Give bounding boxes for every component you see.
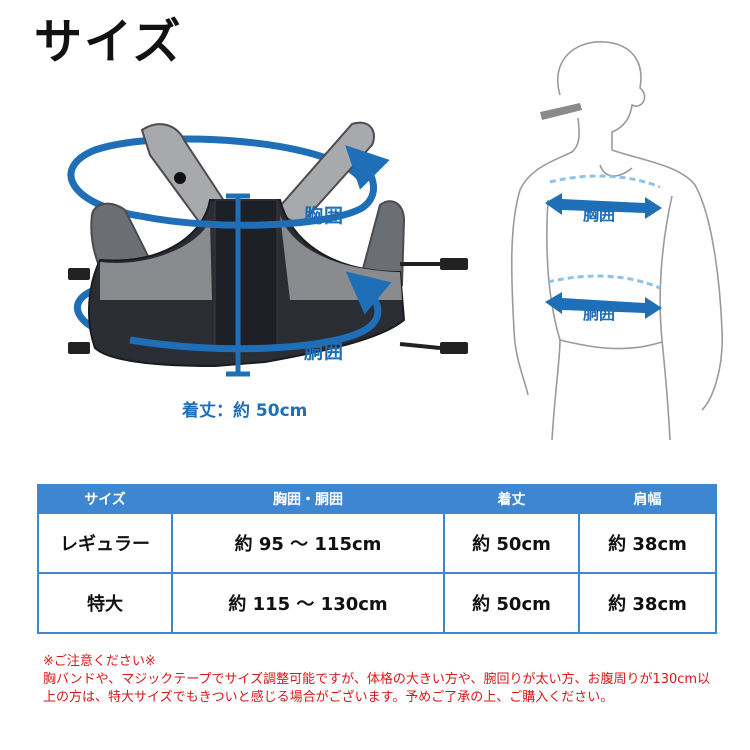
header-length: 着丈 [443,484,580,514]
header-size: サイズ [37,484,173,514]
size-table: サイズ 胸囲・胴囲 着丈 肩幅 レギュラー 約 95 ～ 115cm 約 50c… [37,484,717,634]
figure-chest-label: 胸囲 [583,205,616,224]
buckle-lower [440,342,468,354]
chest-label: 胸囲 [304,205,345,227]
length-label: 着丈：約 50cm [182,401,308,421]
caution-body: 胸バンドや、マジックテープでサイズ調整可能ですが、体格の大きい方や、腕回りが太い… [43,672,711,705]
waist-label: 胴囲 [304,341,345,363]
figure-chest-dash-top [549,174,661,189]
caution-note: ※ご注意ください※ 胸バンドや、マジックテープでサイズ調整可能ですが、体格の大き… [43,653,723,707]
cell-chest-waist: 約 95 ～ 115cm [171,512,445,574]
table-row: レギュラー 約 95 ～ 115cm 約 50cm 約 38cm [37,512,717,574]
page-title: サイズ [34,14,183,70]
header-shoulder: 肩幅 [578,484,717,514]
caution-heading: ※ご注意ください※ [43,654,156,669]
figure-chest-arrow [545,193,662,219]
chest-loop-front [139,145,390,229]
cell-length: 約 50cm [443,572,580,634]
cell-size: 特大 [37,572,173,634]
table-header-row: サイズ 胸囲・胴囲 着丈 肩幅 [37,484,717,514]
vest-image [68,121,468,368]
human-figure [510,41,723,441]
table-row: 特大 約 115 ～ 130cm 約 50cm 約 38cm [37,572,717,634]
cell-chest-waist: 約 115 ～ 130cm [171,572,445,634]
waist-loop-front [129,271,392,353]
figure-waist-label: 胴囲 [583,304,616,323]
cell-size: レギュラー [37,512,173,574]
chest-loop-back [67,135,363,220]
cell-length: 約 50cm [443,512,580,574]
size-illustration [67,41,723,441]
figure-waist-arrow [545,292,662,319]
buckle-upper [440,258,468,270]
cell-shoulder: 約 38cm [578,572,717,634]
right-wing [358,200,406,287]
figure-waist-dash-top [547,274,661,290]
cell-shoulder: 約 38cm [578,512,717,574]
header-chest-waist: 胸囲・胴囲 [171,484,445,514]
